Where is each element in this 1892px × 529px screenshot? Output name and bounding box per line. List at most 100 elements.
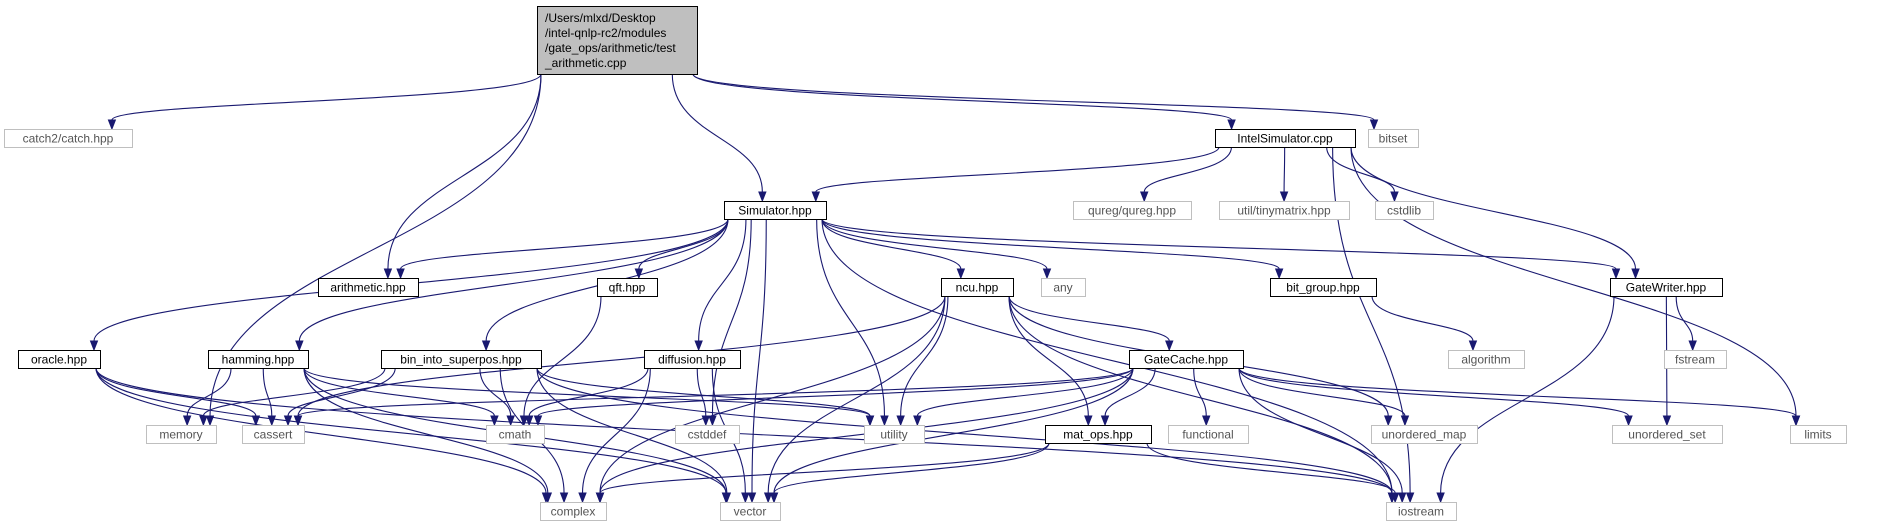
- node-cstddef[interactable]: cstddef: [675, 425, 740, 444]
- edge-diffusion-hpp-to-cstddef: [696, 367, 711, 427]
- edge-mat-ops-hpp-to-iostream: [1146, 442, 1400, 504]
- node-oracle-hpp[interactable]: oracle.hpp: [18, 350, 101, 369]
- edge-diffusion-hpp-to-complex: [578, 367, 651, 504]
- node-label: bitset: [1379, 132, 1408, 146]
- node-unordered-set[interactable]: unordered_set: [1612, 425, 1723, 444]
- arrowhead: [283, 415, 293, 427]
- node-box: [675, 425, 740, 444]
- node-label: complex: [551, 505, 596, 519]
- node-diffusion-hpp[interactable]: diffusion.hpp: [644, 350, 741, 369]
- edge-line: [1326, 146, 1396, 193]
- node-box: [1612, 425, 1723, 444]
- node-memory[interactable]: memory: [146, 425, 217, 444]
- arrowhead: [1369, 119, 1379, 131]
- node-box: [1270, 278, 1377, 297]
- edge-line: [287, 367, 396, 417]
- edge-diffusion-hpp-to-cmath: [524, 367, 649, 427]
- node-iostream[interactable]: iostream: [1386, 502, 1457, 521]
- node-test-arithmetic[interactable]: /Users/mlxd/Desktop/intel-qnlp-rc2/modul…: [537, 6, 698, 75]
- arrowhead: [267, 415, 277, 427]
- node-ncu-hpp[interactable]: ncu.hpp: [941, 278, 1014, 297]
- edge-hamming-hpp-to-complex: [303, 367, 553, 504]
- node-box: [486, 425, 545, 444]
- node-cstdlib[interactable]: cstdlib: [1375, 201, 1434, 220]
- node-utility[interactable]: utility: [864, 425, 925, 444]
- arrowhead: [896, 415, 905, 427]
- node-tinymatrix[interactable]: util/tinymatrix.hpp: [1219, 201, 1350, 220]
- node-label: mat_ops.hpp: [1063, 428, 1133, 442]
- edge-intelsimulator-cpp-to-cstdlib: [1326, 146, 1399, 203]
- node-arithmetic-hpp[interactable]: arithmetic.hpp: [318, 278, 419, 297]
- node-any[interactable]: any: [1041, 278, 1086, 297]
- arrowhead: [769, 492, 779, 504]
- node-catch[interactable]: catch2/catch.hpp: [4, 129, 133, 148]
- arrowhead: [293, 415, 303, 427]
- node-cassert[interactable]: cassert: [242, 425, 305, 444]
- node-box: [4, 129, 133, 148]
- edge-line: [1350, 146, 1797, 417]
- edge-hamming-hpp-to-cassert: [262, 367, 277, 427]
- edge-line: [298, 218, 729, 342]
- node-cmath[interactable]: cmath: [486, 425, 545, 444]
- node-qft-hpp[interactable]: qft.hpp: [597, 278, 658, 297]
- edge-line: [1440, 295, 1615, 494]
- node-bit-group-hpp[interactable]: bit_group.hpp: [1270, 278, 1377, 297]
- node-bin-into-superpos-hpp[interactable]: bin_into_superpos.hpp: [381, 350, 542, 369]
- node-box: [146, 425, 217, 444]
- arrowhead: [89, 340, 99, 352]
- arrowhead: [1279, 191, 1289, 203]
- edge-line: [821, 218, 1280, 270]
- edge-line: [186, 367, 232, 417]
- edge-intelsimulator-cpp-to-iostream: [1332, 146, 1415, 504]
- arrowhead: [595, 492, 605, 504]
- edge-line: [1238, 367, 1406, 417]
- node-box: [381, 350, 542, 369]
- edge-simulator-hpp-to-iostream: [821, 218, 1397, 504]
- node-hamming-hpp[interactable]: hamming.hpp: [208, 350, 309, 369]
- node-label: /Users/mlxd/Desktop: [545, 11, 656, 25]
- edge-line: [262, 367, 273, 417]
- node-box: [720, 502, 781, 521]
- node-label: GateCache.hpp: [1144, 353, 1228, 367]
- edge-line: [1104, 367, 1156, 417]
- node-layer: /Users/mlxd/Desktop/intel-qnlp-rc2/modul…: [4, 6, 1847, 521]
- edge-gatecache-hpp-to-cassert: [293, 367, 1134, 427]
- arrowhead: [1611, 268, 1621, 280]
- node-bitset[interactable]: bitset: [1368, 129, 1419, 148]
- edge-line: [537, 367, 1134, 417]
- edge-line: [1193, 367, 1207, 417]
- node-intelsimulator-cpp[interactable]: IntelSimulator.cpp: [1215, 129, 1356, 148]
- node-functional[interactable]: functional: [1168, 425, 1249, 444]
- arrowhead: [1631, 268, 1640, 280]
- node-label: catch2/catch.hpp: [23, 132, 114, 146]
- edge-ncu-hpp-to-complex: [595, 295, 946, 504]
- edge-simulator-hpp-to-any: [821, 218, 1052, 280]
- node-label: GateWriter.hpp: [1626, 281, 1707, 295]
- node-algorithm[interactable]: algorithm: [1448, 350, 1525, 369]
- arrowhead: [533, 415, 543, 427]
- node-gatewriter-hpp[interactable]: GateWriter.hpp: [1610, 278, 1723, 297]
- node-mat-ops-hpp[interactable]: mat_ops.hpp: [1045, 425, 1152, 444]
- edge-line: [599, 442, 1050, 494]
- node-unordered-map[interactable]: unordered_map: [1371, 425, 1478, 444]
- node-box: [1664, 350, 1727, 369]
- edge-test-arithmetic-to-catch: [107, 73, 542, 131]
- node-label: cassert: [254, 428, 293, 442]
- node-gatecache-hpp[interactable]: GateCache.hpp: [1129, 350, 1244, 369]
- edge-simulator-hpp-to-vector: [747, 218, 767, 504]
- node-label: bin_into_superpos.hpp: [400, 353, 522, 367]
- node-vector[interactable]: vector: [720, 502, 781, 521]
- edge-line: [111, 73, 542, 121]
- arrowhead: [701, 415, 711, 427]
- edge-bin-into-superpos-hpp-to-memory: [199, 367, 386, 427]
- node-qureg[interactable]: qureg/qureg.hpp: [1073, 201, 1192, 220]
- node-simulator-hpp[interactable]: Simulator.hpp: [724, 201, 827, 220]
- arrowhead: [741, 492, 750, 504]
- arrowhead: [708, 415, 717, 427]
- edge-simulator-hpp-to-hamming-hpp: [295, 218, 729, 352]
- arrowhead: [205, 415, 215, 427]
- node-complex[interactable]: complex: [540, 502, 607, 521]
- node-limits[interactable]: limits: [1790, 425, 1847, 444]
- node-box: [1790, 425, 1847, 444]
- node-fstream[interactable]: fstream: [1664, 350, 1727, 369]
